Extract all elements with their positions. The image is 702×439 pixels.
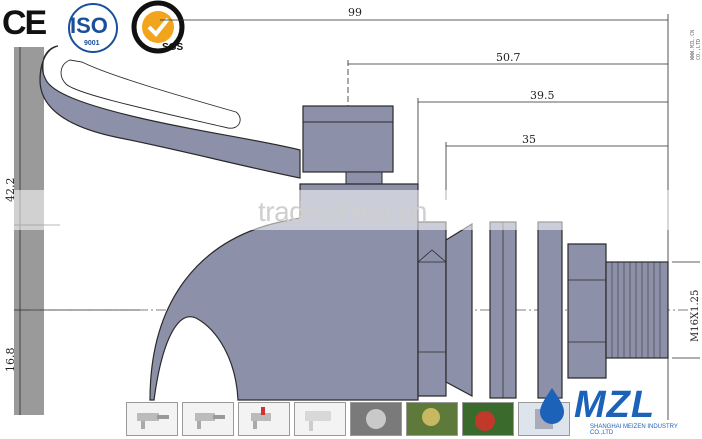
tap-thumb-4[interactable]: [294, 402, 346, 436]
ce-mark: CE: [2, 4, 47, 42]
tap-handle: [39, 45, 301, 179]
water-drop-icon: [540, 388, 564, 424]
tap-thumb-1[interactable]: [126, 402, 178, 436]
brand-logo-text: MZL: [574, 384, 656, 426]
watermark-text: trade.china.cn: [258, 196, 427, 227]
tap-thumb-6[interactable]: [406, 402, 458, 436]
lock-nut: [567, 243, 607, 379]
valve-cap: [302, 105, 394, 173]
sgs-label: SGS: [162, 42, 184, 53]
sgs-mark: SGS: [128, 0, 188, 58]
dim-height-lower: 16.8: [4, 347, 17, 373]
iso-label: ISO: [70, 13, 108, 38]
tap-thumb-5[interactable]: [350, 402, 402, 436]
dim-length-39-5: 39.5: [530, 89, 555, 102]
iso-mark: ISO 9001: [64, 2, 122, 54]
tap-body: [149, 183, 419, 401]
dim-length-35: 35: [522, 133, 536, 146]
thumbnail-strip: [126, 402, 570, 436]
iso-number: 9001: [84, 40, 100, 47]
gasket-2: [537, 221, 563, 399]
brand-company-text: SHANGHAI MEIZEN INDUSTRY CO.,LTD: [590, 424, 678, 436]
left-grey-bar: [14, 47, 44, 415]
iso-ring-icon: [68, 3, 118, 53]
sgs-check-icon: [131, 0, 185, 54]
dim-length-50-7: 50.7: [496, 51, 521, 64]
threaded-stem: [605, 261, 669, 359]
dim-overall-length: 99: [348, 6, 362, 19]
tap-thumb-2[interactable]: [182, 402, 234, 436]
tap-thumb-7[interactable]: [462, 402, 514, 436]
flange: [445, 222, 473, 398]
hex-nut-1: [417, 221, 447, 397]
tap-thumb-3[interactable]: [238, 402, 290, 436]
dim-height-upper: 42.2: [4, 177, 17, 203]
dim-thread: M16X1.25: [690, 289, 701, 342]
side-website-text: WWW.MZL.CN CO.,LTD: [690, 29, 702, 60]
